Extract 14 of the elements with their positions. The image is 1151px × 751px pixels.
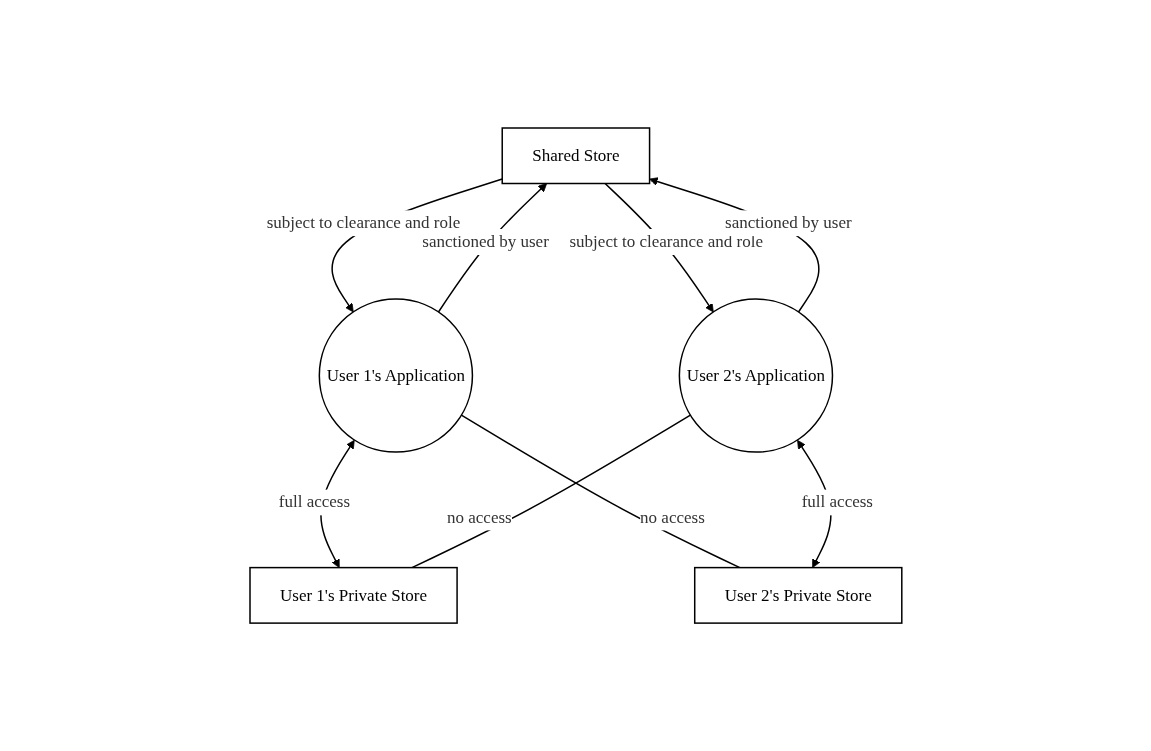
edge-label: sanctioned by user (724, 213, 852, 233)
edge-label: full access (801, 492, 873, 512)
edge-label: subject to clearance and role (266, 213, 460, 233)
node-circle: User 2's Application (678, 298, 833, 453)
node-box: Shared Store (501, 127, 650, 185)
edge-label: no access (446, 507, 512, 527)
edge-label: no access (639, 507, 705, 527)
connector (460, 414, 741, 569)
node-circle: User 1's Application (318, 298, 473, 453)
edge-label: subject to clearance and role (569, 231, 763, 251)
edge-label: full access (278, 492, 350, 512)
node-box: User 2's Private Store (693, 566, 903, 624)
node-box: User 1's Private Store (248, 566, 458, 624)
edge-label: sanctioned by user (421, 231, 549, 251)
